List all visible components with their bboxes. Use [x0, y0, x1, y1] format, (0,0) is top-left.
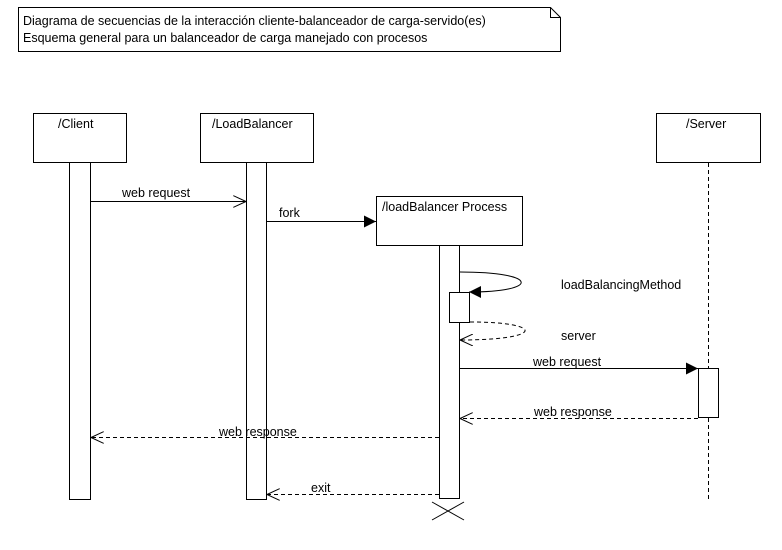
process-activation-bar [439, 245, 460, 499]
participant-loadbalancer-label: /LoadBalancer [212, 117, 293, 131]
message-label: web response [218, 425, 297, 439]
message-fork: fork [267, 206, 376, 228]
message-web-response-2: web response [91, 425, 439, 439]
participant-process: /loadBalancer Process [376, 196, 523, 521]
process-nested-activation [449, 292, 470, 323]
message-load-balancing-method: loadBalancingMethod [459, 271, 681, 298]
participant-client: /Client [33, 113, 127, 500]
note-line-1: Diagrama de secuencias de la interacción… [23, 14, 486, 28]
message-label: web request [121, 186, 191, 200]
note-line-2: Esquema general para un balanceador de c… [23, 31, 427, 45]
message-label: exit [311, 481, 331, 495]
diagram-note: Diagrama de secuencias de la interacción… [18, 7, 561, 52]
message-web-request-1: web request [91, 186, 246, 202]
message-exit: exit [267, 481, 439, 495]
participant-server-label: /Server [686, 117, 726, 131]
message-label: web request [532, 355, 602, 369]
loadbalancer-activation-bar [246, 162, 267, 500]
message-web-response-1: web response [460, 405, 698, 419]
server-activation-bar [698, 368, 719, 418]
participant-loadbalancer: /LoadBalancer [200, 113, 314, 500]
participant-server: /Server [656, 113, 761, 500]
message-label: loadBalancingMethod [561, 278, 681, 292]
message-label: web response [533, 405, 612, 419]
client-activation-bar [69, 162, 91, 500]
message-label: fork [279, 206, 301, 220]
message-web-request-2: web request [460, 355, 698, 375]
participant-process-label: /loadBalancer Process [382, 200, 507, 214]
participant-client-label: /Client [58, 117, 94, 131]
message-label: server [561, 329, 596, 343]
message-server-return: server [460, 321, 596, 343]
